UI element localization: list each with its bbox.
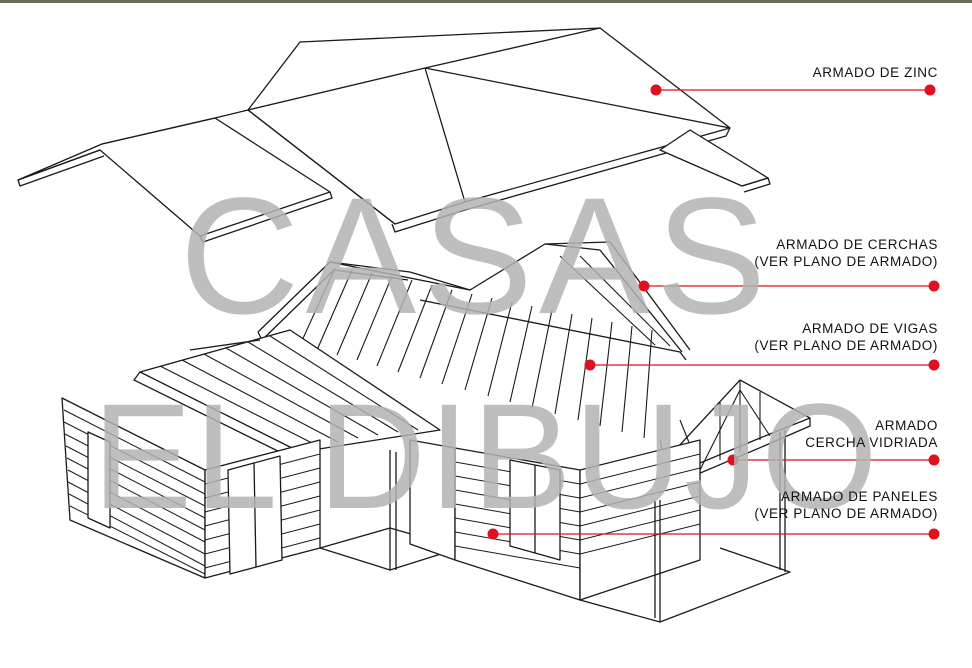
callout-vidriada-end-dot bbox=[928, 454, 940, 466]
label-armado-cerchas-line1: ARMADO DE CERCHAS bbox=[776, 237, 938, 252]
label-armado-paneles-line2: (VER PLANO DE ARMADO) bbox=[754, 506, 938, 521]
label-armado-paneles-line1: ARMADO DE PANELES bbox=[781, 489, 938, 504]
label-armado-zinc-line1: ARMADO DE ZINC bbox=[812, 65, 938, 80]
label-armado-cercha-vidriada: ARMADO CERCHA VIDRIADA bbox=[805, 417, 938, 451]
callout-cerchas-start-dot bbox=[638, 280, 650, 292]
callout-zinc-end-dot bbox=[924, 84, 936, 96]
label-armado-zinc: ARMADO DE ZINC bbox=[813, 64, 938, 81]
callout-paneles-end-dot bbox=[928, 528, 940, 540]
trusses-layer bbox=[257, 241, 691, 439]
wall-panels-layer bbox=[61, 397, 791, 623]
callout-cerchas-end-dot bbox=[928, 280, 940, 292]
label-armado-vigas-line1: ARMADO DE VIGAS bbox=[802, 321, 938, 336]
label-armado-vigas-line2: (VER PLANO DE ARMADO) bbox=[754, 338, 938, 353]
label-armado-cerchas: ARMADO DE CERCHAS (VER PLANO DE ARMADO) bbox=[754, 236, 938, 270]
top-border bbox=[0, 0, 972, 3]
label-armado-vigas: ARMADO DE VIGAS (VER PLANO DE ARMADO) bbox=[754, 320, 938, 354]
label-armado-cerchas-line2: (VER PLANO DE ARMADO) bbox=[754, 254, 938, 269]
zinc-roof-layer bbox=[17, 27, 771, 243]
label-armado-vidriada-line1: ARMADO bbox=[875, 418, 938, 433]
callout-zinc-start-dot bbox=[650, 84, 662, 96]
callout-vigas-start-dot bbox=[584, 359, 596, 371]
callout-dots bbox=[487, 84, 940, 540]
label-armado-paneles: ARMADO DE PANELES (VER PLANO DE ARMADO) bbox=[754, 488, 938, 522]
callout-vidriada-start-dot bbox=[727, 454, 739, 466]
callout-vigas-end-dot bbox=[928, 359, 940, 371]
label-armado-vidriada-line2: CERCHA VIDRIADA bbox=[805, 435, 938, 450]
callout-lines bbox=[493, 89, 934, 535]
callout-paneles-start-dot bbox=[487, 528, 499, 540]
